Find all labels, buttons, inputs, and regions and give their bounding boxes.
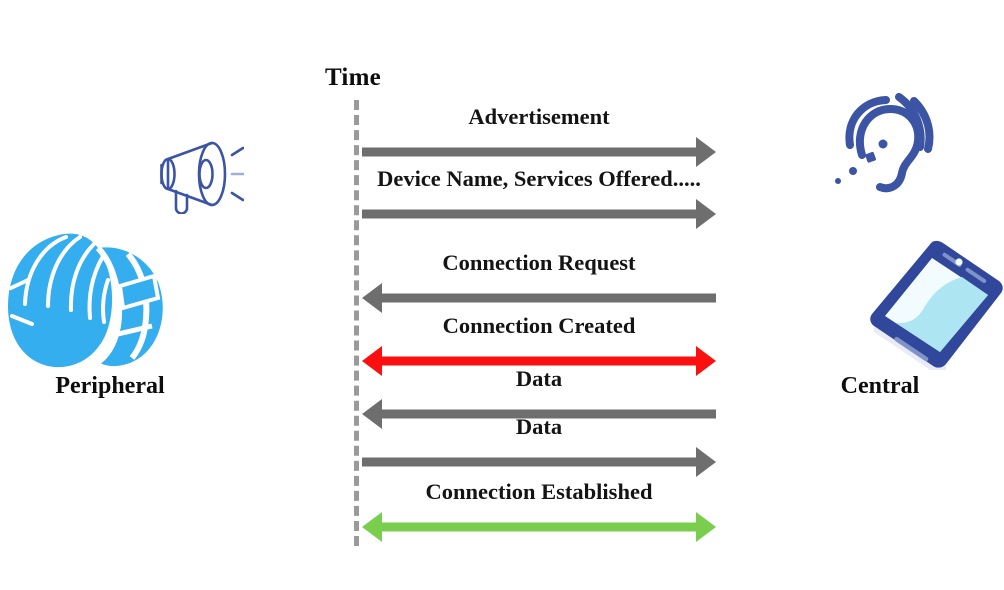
message-label: Data [515,366,563,391]
message-arrow-both [362,345,716,376]
message-label: Data [515,414,563,439]
message-label: Connection Request [442,250,636,275]
actor-label-peripheral: Peripheral [55,373,165,399]
message-label: Device Name, Services Offered..... [377,166,701,191]
message-row: Advertisement [362,104,716,169]
fitness-band-icon [2,228,182,378]
message-label: Connection Created [442,313,636,338]
message-row: Connection Created [362,313,716,378]
message-label: Advertisement [468,104,610,129]
megaphone-icon [140,138,245,219]
message-label: Connection Established [425,479,653,504]
actor-label-central: Central [840,373,920,399]
message-row: Connection Request [362,250,716,315]
message-arrow-both [362,511,716,542]
message-arrow-right [362,446,716,477]
message-row: Data [362,366,716,431]
message-arrow-left [362,282,716,313]
message-arrow-right [362,198,716,229]
message-row: Data [362,414,716,479]
ear-listening-icon [828,93,940,203]
time-axis-dashed-line [354,100,359,546]
message-row: Device Name, Services Offered..... [362,166,716,231]
smartphone-icon [866,240,1004,375]
message-row: Connection Established [362,479,716,544]
message-arrow-right [362,136,716,167]
message-arrow-left [362,398,716,429]
time-axis-label: Time [325,64,381,91]
